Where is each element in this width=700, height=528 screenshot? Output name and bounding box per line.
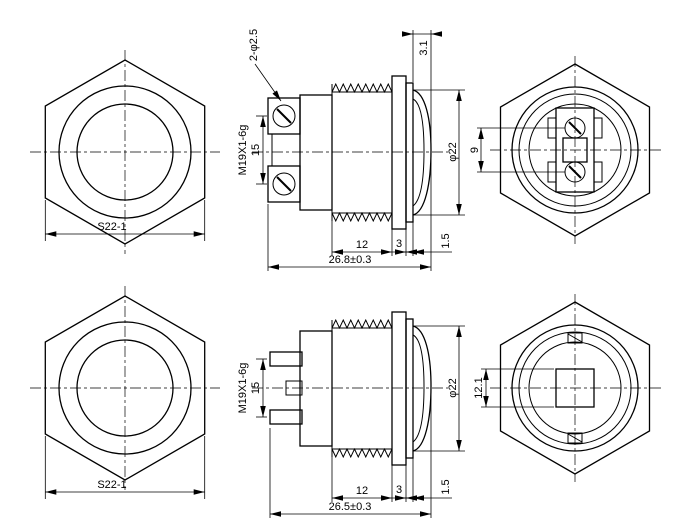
mid-circle — [518, 93, 632, 207]
across-flats-dimension: S22-1 — [44, 200, 206, 241]
rear-view-top: 9 — [469, 56, 662, 244]
dim-terminal-spacing: 9 — [469, 147, 481, 153]
dim-dome-height: 3.1 — [418, 40, 430, 55]
bezel-lip — [405, 318, 414, 459]
length-chain-dimension-bottom: 12 3 1.5 — [331, 451, 452, 502]
side-view-top: 2-φ2.5 M19X1-6g 15 3.1 φ22 — [237, 29, 465, 271]
terminal-screw — [272, 172, 296, 196]
label-thread-spec-top: M19X1-6g — [237, 125, 249, 176]
terminal-screw — [272, 104, 296, 128]
dim-lip-width-bottom: 1.5 — [440, 479, 452, 494]
screw-slot — [568, 165, 582, 179]
solder-pin-middle — [285, 380, 303, 396]
thread-profile-lower — [331, 447, 393, 459]
inner-circle — [528, 103, 622, 197]
switch-housing — [299, 330, 333, 447]
dim-overall-length-top: 26.8±0.3 — [329, 254, 372, 266]
terminal-spacing-dimension: 9 — [469, 127, 565, 173]
actuator-width-dimension: 12.1 — [473, 368, 554, 408]
screw-holes-callout: 2-φ2.5 — [248, 29, 282, 102]
dome-cap — [412, 89, 432, 216]
dim-across-flats-top: S22-1 — [97, 221, 126, 233]
bezel-circle — [58, 321, 192, 455]
rear-view-bottom: 12.1 — [473, 294, 662, 482]
button-circle — [76, 339, 174, 437]
head-diameter-dimension-bottom: φ22 — [413, 325, 465, 452]
solder-pin-top — [269, 351, 303, 367]
dim-head-diameter-bottom: φ22 — [447, 378, 459, 397]
dome-cap-inner — [412, 334, 425, 443]
body-length-dimension-top: 15 — [250, 115, 267, 185]
bezel-lip — [405, 82, 414, 223]
bezel-circle — [58, 85, 192, 219]
hex-nut-outline — [499, 63, 651, 237]
mid-circle — [518, 331, 632, 445]
button-circle — [76, 103, 174, 201]
hex-nut-outline — [499, 301, 651, 475]
dim-lip-width-top: 1.5 — [440, 233, 452, 248]
dim-body-length-top: 15 — [250, 144, 262, 156]
flange — [391, 311, 407, 466]
dome-cap — [412, 325, 432, 452]
dim-overall-length-bottom: 26.5±0.3 — [329, 501, 372, 513]
dim-head-diameter-top: φ22 — [447, 142, 459, 161]
thread-profile-upper — [331, 82, 393, 94]
overall-length-dimension-bottom: 26.5±0.3 — [269, 391, 432, 518]
clamp-tab — [593, 117, 603, 139]
length-chain-dimension-top: 12 3 1.5 — [331, 215, 452, 256]
body-length-dimension-bottom: 15 — [250, 358, 267, 418]
dim-thread-length-top: 12 — [356, 239, 368, 251]
screw-slot — [568, 121, 582, 135]
screw-slot — [276, 176, 292, 192]
actuator-square — [555, 368, 595, 408]
dim-body-length-bottom: 15 — [250, 382, 262, 394]
dim-flange-width-bottom: 3 — [396, 484, 402, 496]
screw-slot — [276, 108, 292, 124]
head-diameter-dimension-top: φ22 — [413, 89, 465, 216]
dome-height-dimension: 3.1 — [402, 30, 442, 150]
dim-thread-length-bottom: 12 — [356, 485, 368, 497]
switch-housing — [299, 94, 333, 211]
label-thread-spec-bottom: M19X1-6g — [237, 363, 249, 414]
across-flats-dimension: S22-1 — [44, 436, 206, 499]
dim-actuator-width: 12.1 — [473, 377, 485, 398]
outer-circle — [511, 324, 639, 452]
terminal-mark-hatch — [567, 333, 583, 343]
hex-nut-outline — [44, 295, 206, 481]
solder-pin-bottom — [269, 409, 303, 425]
dome-cap-inner — [412, 98, 425, 207]
actuator-square — [562, 137, 588, 163]
hex-nut-outline — [44, 59, 206, 245]
terminal-mark-top — [567, 332, 583, 344]
overall-length-dimension-top: 26.8±0.3 — [267, 155, 432, 271]
dim-across-flats-bottom: S22-1 — [97, 479, 126, 491]
callout-screw-holes: 2-φ2.5 — [248, 29, 260, 61]
front-view-bottom: S22-1 — [30, 286, 220, 499]
terminal-block — [555, 107, 595, 193]
thread-profile-upper — [331, 318, 393, 330]
side-view-bottom: M19X1-6g 15 φ22 12 3 1.5 — [237, 311, 465, 518]
terminal-mark-bottom — [567, 432, 583, 444]
clamp-tab — [593, 161, 603, 183]
terminal-mark-hatch — [567, 433, 583, 443]
flange — [391, 75, 407, 230]
outer-circle — [511, 86, 639, 214]
inner-circle — [528, 341, 622, 435]
front-view-top: S22-1 — [30, 50, 220, 254]
thread-profile-lower — [331, 211, 393, 223]
dim-flange-width-top: 3 — [396, 238, 402, 250]
